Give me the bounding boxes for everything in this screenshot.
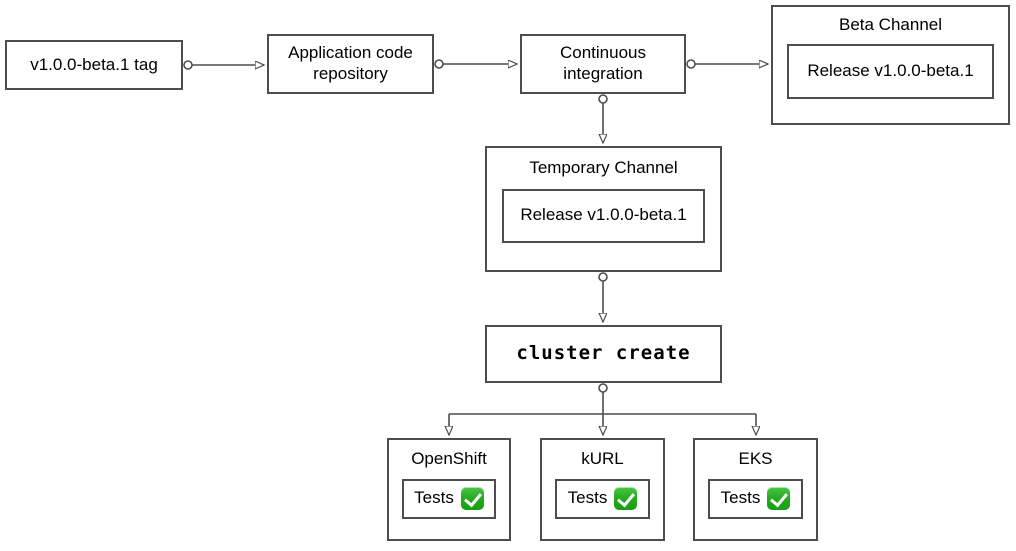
node-beta-channel-release-label: Release v1.0.0-beta.1 — [807, 60, 974, 80]
node-beta-channel-release-box[interactable]: Release v1.0.0-beta.1 — [787, 43, 994, 99]
node-beta-channel[interactable]: Beta Channel Release v1.0.0-beta.1 — [771, 5, 1010, 125]
node-continuous-integration-label: Continuous integration — [559, 43, 646, 83]
node-temporary-channel-title: Temporary Channel — [529, 158, 678, 177]
node-version-tag-label: v1.0.0-beta.1 tag — [30, 54, 158, 74]
node-openshift[interactable]: OpenShift Tests — [387, 438, 511, 541]
edge-temporary-channel-to-cluster-create — [599, 272, 608, 322]
node-eks[interactable]: EKS Tests — [693, 438, 818, 541]
node-openshift-tests-label: Tests — [414, 488, 454, 508]
node-eks-title: EKS — [738, 449, 773, 468]
node-application-code-repository[interactable]: Application code repository — [267, 34, 434, 94]
node-application-code-repository-label: Application code repository — [288, 43, 413, 83]
node-kurl-title: kURL — [581, 449, 624, 468]
edge-cluster-create-to-targets — [449, 383, 756, 435]
node-openshift-title: OpenShift — [411, 449, 487, 468]
node-temporary-channel[interactable]: Temporary Channel Release v1.0.0-beta.1 — [485, 146, 722, 272]
node-version-tag[interactable]: v1.0.0-beta.1 tag — [5, 40, 183, 90]
node-openshift-tests-box[interactable]: Tests — [402, 478, 496, 519]
edge-repo-to-ci — [434, 59, 517, 68]
node-continuous-integration[interactable]: Continuous integration — [520, 34, 686, 94]
node-kurl[interactable]: kURL Tests — [540, 438, 665, 541]
node-kurl-tests-box[interactable]: Tests — [555, 478, 650, 519]
node-eks-tests-label: Tests — [720, 488, 761, 508]
node-eks-tests-box[interactable]: Tests — [708, 478, 803, 519]
node-temporary-channel-release-label: Release v1.0.0-beta.1 — [520, 205, 687, 225]
green-check-icon — [767, 487, 791, 511]
node-beta-channel-title: Beta Channel — [838, 15, 943, 34]
node-temporary-channel-release-box[interactable]: Release v1.0.0-beta.1 — [502, 188, 705, 243]
edge-ci-to-temporary-channel — [599, 94, 608, 143]
green-check-icon — [614, 487, 638, 511]
green-check-icon — [460, 487, 484, 511]
edge-tag-to-repo — [183, 60, 264, 69]
node-kurl-tests-label: Tests — [567, 488, 608, 508]
edge-ci-to-beta-channel — [686, 59, 768, 68]
node-cluster-create-command[interactable]: cluster create — [485, 325, 722, 383]
node-cluster-create-command-label: cluster create — [516, 342, 691, 365]
